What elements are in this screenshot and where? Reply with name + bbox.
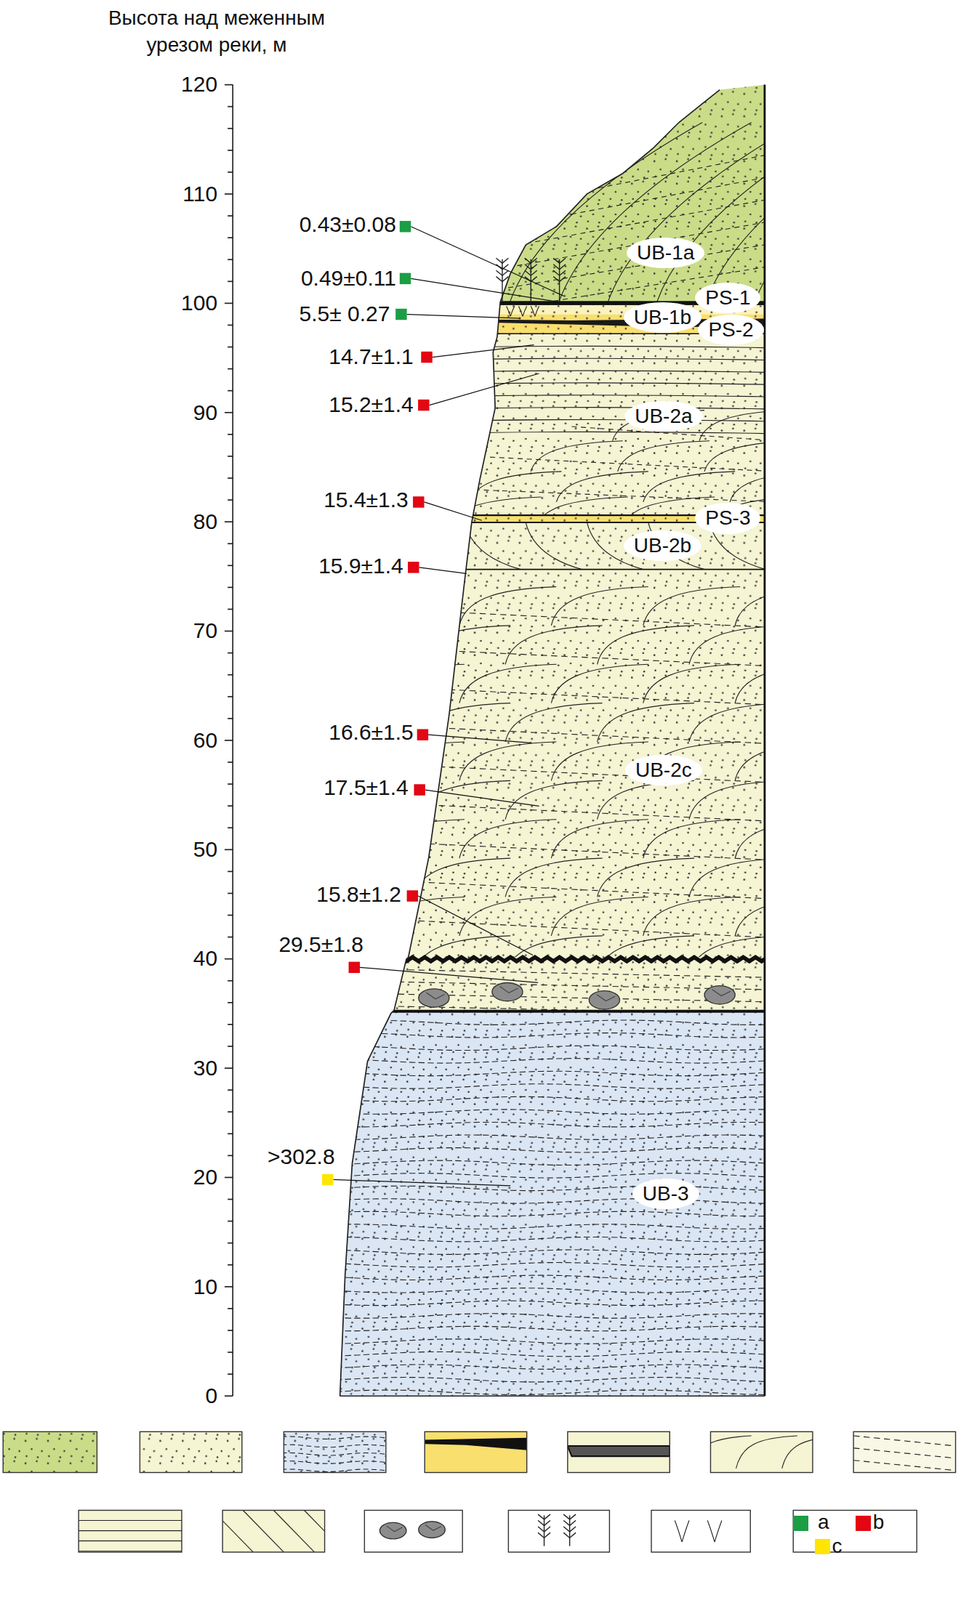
tick-label: 0 <box>204 1384 218 1410</box>
tick-label-box: 80 <box>193 509 218 536</box>
unit-label: PS-2 <box>708 318 754 342</box>
unit-label-ellipse: UB-2c <box>625 755 703 786</box>
legend-label: b <box>873 1511 885 1535</box>
date-label-box: 5.5± 0.27 <box>299 301 391 328</box>
date-label: >302.8 <box>267 1144 336 1171</box>
tick-label-box: 0 <box>204 1384 218 1410</box>
unit-label-ellipse: UB-2a <box>624 401 703 432</box>
tick-label-box: 90 <box>193 400 218 426</box>
date-label: 5.5± 0.27 <box>299 301 391 328</box>
date-label: 17.5±1.4 <box>323 775 409 802</box>
unit-label-ellipse: UB-2b <box>623 530 702 562</box>
unit-label-ellipse: PS-2 <box>697 314 764 346</box>
tick-label: 90 <box>193 400 218 426</box>
tick-label: 110 <box>182 181 218 208</box>
tick-label: 100 <box>181 290 218 317</box>
date-label-box: 14.7±1.1 <box>328 344 414 371</box>
unit-label-ellipse: PS-1 <box>694 282 761 314</box>
unit-label-ellipse: UB-3 <box>632 1179 700 1210</box>
legend-swatch <box>855 1516 871 1532</box>
axis-title: Высота над меженным урезом реки, м <box>85 4 348 59</box>
date-label-box: 17.5±1.4 <box>323 775 409 802</box>
date-label: 15.4±1.3 <box>323 487 409 514</box>
tick-label-box: 120 <box>181 71 218 98</box>
legend-swatch <box>814 1539 831 1555</box>
date-label: 0.43±0.08 <box>299 212 397 238</box>
date-label-box: 16.6±1.5 <box>328 720 414 746</box>
tick-label: 70 <box>193 618 218 645</box>
date-label-box: 15.2±1.4 <box>328 392 414 418</box>
unit-label: UB-3 <box>642 1182 690 1206</box>
tick-label-box: 50 <box>193 837 218 863</box>
date-label: 29.5±1.8 <box>278 932 364 959</box>
tick-label: 50 <box>193 837 218 863</box>
date-label-box: 29.5±1.8 <box>278 932 364 959</box>
legend-label: a <box>817 1511 830 1535</box>
date-label-box: >302.8 <box>267 1144 336 1171</box>
tick-label: 20 <box>193 1165 218 1191</box>
unit-label-ellipse: UB-1b <box>623 302 702 333</box>
date-label: 15.8±1.2 <box>316 882 402 908</box>
tick-label-box: 70 <box>193 618 218 645</box>
legend-swatch <box>793 1516 809 1532</box>
tick-label: 80 <box>193 509 218 536</box>
tick-label-box: 60 <box>193 728 218 754</box>
tick-label-box: 100 <box>181 290 218 317</box>
unit-label: UB-2c <box>635 758 693 783</box>
tick-label-box: 40 <box>193 946 218 972</box>
legend-label: c <box>832 1535 843 1559</box>
date-label-box: 15.8±1.2 <box>316 882 402 908</box>
unit-label-ellipse: UB-1a <box>626 237 705 269</box>
unit-label: UB-1b <box>633 306 692 330</box>
tick-label: 120 <box>181 71 218 98</box>
tick-label: 60 <box>193 728 218 754</box>
date-label: 0.49±0.11 <box>300 266 397 292</box>
date-label: 14.7±1.1 <box>328 344 414 371</box>
tick-label-box: 10 <box>193 1275 218 1301</box>
date-label: 15.9±1.4 <box>318 553 404 580</box>
date-label: 15.2±1.4 <box>328 392 414 418</box>
date-label-box: 15.9±1.4 <box>318 553 404 580</box>
tick-label-box: 110 <box>182 181 218 208</box>
date-label-box: 15.4±1.3 <box>323 487 409 514</box>
unit-label-ellipse: PS-3 <box>694 503 761 534</box>
unit-label: UB-2b <box>633 534 692 558</box>
unit-label: UB-2a <box>634 404 693 429</box>
tick-label-box: 30 <box>193 1056 218 1082</box>
date-label: 16.6±1.5 <box>328 720 414 746</box>
section-column <box>306 61 977 1399</box>
tick-label: 40 <box>193 946 218 972</box>
tick-label: 30 <box>193 1056 218 1082</box>
unit-label: PS-3 <box>705 506 751 530</box>
tick-label: 10 <box>193 1275 218 1301</box>
tick-label-box: 20 <box>193 1165 218 1191</box>
unit-label: PS-1 <box>705 286 751 310</box>
unit-label: UB-1a <box>636 241 695 265</box>
axis-title-box: Высота над меженным урезом реки, м <box>85 4 348 59</box>
date-label-box: 0.43±0.08 <box>299 212 397 238</box>
date-label-box: 0.49±0.11 <box>300 266 397 292</box>
